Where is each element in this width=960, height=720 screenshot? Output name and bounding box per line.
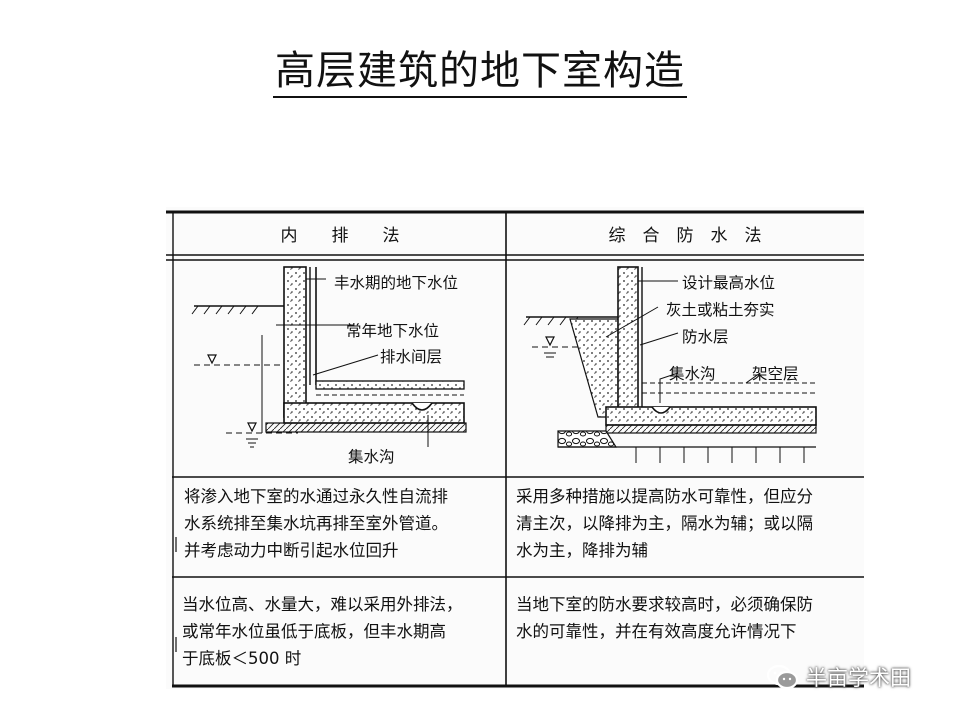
label-trench-right: 集水沟: [669, 365, 716, 383]
text-line: 将渗入地下室的水通过永久性自流排: [184, 487, 448, 506]
text-line: 当水位高、水量大，难以采用外排法，: [182, 595, 463, 614]
text-line: 当地下室的防水要求较高时，必须确保防: [516, 595, 813, 614]
label-raised-floor: 架空层: [752, 365, 799, 383]
table-frame-and-drawings: [166, 210, 864, 688]
label-compacted-clay: 灰土或粘土夯实: [666, 301, 775, 319]
text-line: 水为主，降排为辅: [516, 541, 648, 560]
text-line: 采用多种措施以提高防水可靠性，但应分: [516, 487, 813, 506]
slide-title-text: 高层建筑的地下室构造: [273, 48, 687, 98]
text-line: 水系统排至集水坑再排至室外管道。: [184, 514, 448, 533]
slide-title: 高层建筑的地下室构造: [0, 38, 960, 98]
scanned-table: 内 排 法 综 合 防 水 法 丰水期的地下水位 常年地下水位 排水间层 集水沟…: [166, 207, 864, 689]
text-line: 或常年水位虽低于底板，但丰水期高: [182, 622, 446, 641]
label-waterproof-layer: 防水层: [682, 328, 729, 346]
label-normal-water-level: 常年地下水位: [346, 322, 440, 340]
row2-right-text: 采用多种措施以提高防水可靠性，但应分 清主次，以降排为主，隔水为辅；或以隔 水为…: [516, 483, 813, 564]
label-design-max-water-level: 设计最高水位: [682, 274, 776, 292]
wechat-icon: [766, 664, 799, 690]
label-drainage-gap: 排水间层: [380, 348, 443, 366]
header-internal-drainage: 内 排 法: [280, 226, 400, 246]
watermark-text: 半亩学术田: [806, 666, 911, 690]
text-line: 于底板＜500 时: [182, 649, 302, 668]
text-line: 水的可靠性，并在有效高度允许情况下: [516, 622, 797, 641]
row3-right-text: 当地下室的防水要求较高时，必须确保防 水的可靠性，并在有效高度允许情况下: [516, 591, 813, 645]
text-line: 并考虑动力中断引起水位回升: [184, 541, 399, 560]
comprehensive-waterproofing-drawing: [523, 266, 817, 463]
label-trench-left: 集水沟: [348, 448, 395, 466]
row3-left-text: 当水位高、水量大，难以采用外排法， 或常年水位虽低于底板，但丰水期高 于底板＜5…: [182, 591, 463, 672]
watermark: 半亩学术田: [766, 662, 911, 692]
internal-drainage-drawing: [191, 266, 467, 448]
header-comprehensive-waterproofing: 综 合 防 水 法: [608, 226, 762, 246]
row2-left-text: 将渗入地下室的水通过永久性自流排 水系统排至集水坑再排至室外管道。 并考虑动力中…: [184, 483, 448, 564]
label-wet-season-water-level: 丰水期的地下水位: [334, 274, 459, 292]
text-line: 清主次，以降排为主，隔水为辅；或以隔: [516, 514, 813, 533]
